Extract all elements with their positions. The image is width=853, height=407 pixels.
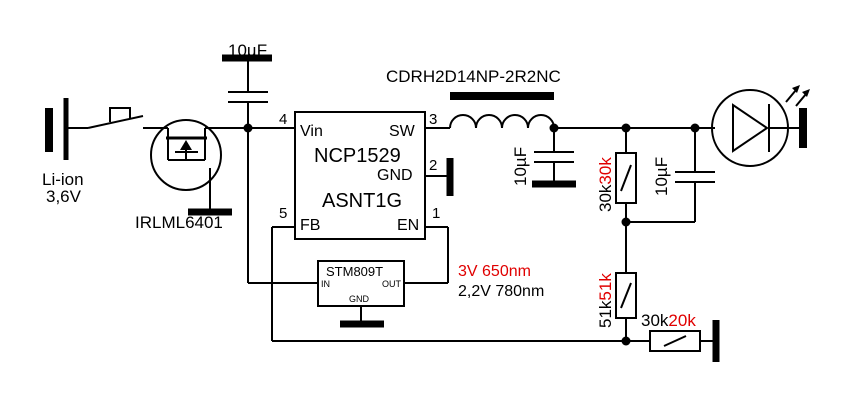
pin-number-vin: 4 [279,111,287,128]
ic-pin-fb: FB [300,217,320,234]
threshold-black: 2,2V 780nm [458,283,544,300]
r-bot-old: 30k [641,311,669,330]
r-bot-new: 20k [668,311,696,330]
supervisor-pin-gnd: GND [349,294,370,304]
switch-icon[interactable] [87,107,160,129]
r-top-old: 30k [596,184,615,212]
ic-marking: ASNT1G [322,190,402,212]
r-top-new: 30k [596,157,615,185]
r-mid-old: 51k [596,300,615,328]
pin-number-gnd: 2 [429,157,437,174]
input-capacitor [222,54,272,128]
supervisor-part: STM809T [326,264,383,279]
ic-pin-sw: SW [389,123,416,140]
threshold-red: 3V 650nm [458,263,531,280]
mosfet-icon [150,119,248,216]
svg-text:30k30k: 30k30k [596,157,615,212]
supervisor-pin-in: IN [321,279,330,289]
ic-part: NCP1529 [314,145,401,167]
pin-number-fb: 5 [279,205,287,222]
svg-text:51k51k: 51k51k [596,273,615,328]
battery-name: Li-ion [42,170,84,189]
inductor-part: CDRH2D14NP-2R2NC [386,67,561,86]
out-cap-value: 10µF [652,157,671,196]
sw-cap-value: 10µF [511,147,530,186]
mosfet-part: IRLML6401 [135,213,223,232]
supervisor-pin-out: OUT [382,279,402,289]
laser-diode-icon [711,85,810,167]
ic-pin-en: EN [397,217,419,234]
battery-icon [45,98,88,160]
ic-pin-gnd: GND [377,167,413,184]
battery-voltage: 3,6V [46,187,82,206]
svg-text:30k20k: 30k20k [641,311,696,330]
input-cap-value: 10µF [228,41,267,60]
pin-number-sw: 3 [429,111,437,128]
junction [621,336,631,346]
inductor-icon [449,92,555,129]
ic-pin-vin: Vin [300,123,323,140]
pin-number-en: 1 [432,205,440,222]
r-mid-new: 51k [596,273,615,301]
